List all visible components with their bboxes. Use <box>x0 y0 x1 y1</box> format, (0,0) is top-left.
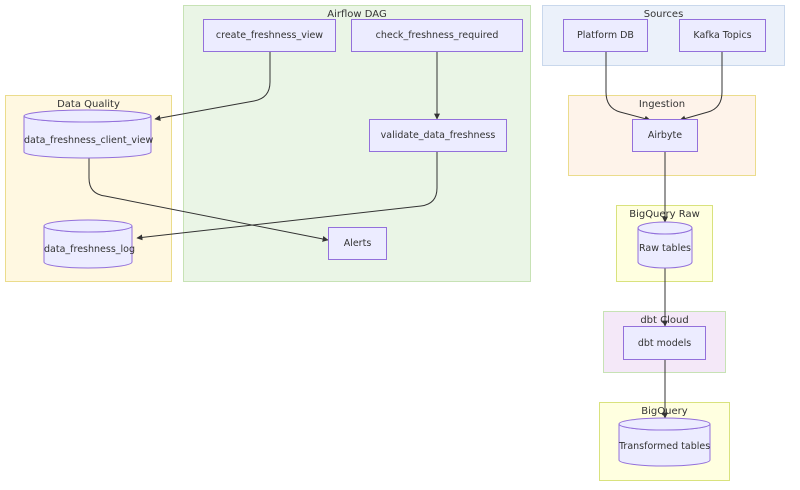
cluster-label-sources: Sources <box>643 9 684 20</box>
node-data-freshness-log[interactable]: data_freshness_log <box>43 219 136 269</box>
database-cylinder-icon <box>637 221 693 269</box>
database-cylinder-icon <box>43 219 133 269</box>
node-dbt-models[interactable]: dbt models <box>623 326 706 360</box>
cluster-label-airflow-dag: Airflow DAG <box>327 9 387 20</box>
edge-client-view-to-alerts <box>88 158 329 242</box>
node-data-freshness-client-view[interactable]: data_freshness_client_view <box>23 109 154 159</box>
cluster-label-ingestion: Ingestion <box>638 99 686 110</box>
node-check-freshness-required[interactable]: check_freshness_required <box>351 19 523 52</box>
node-validate-data-freshness[interactable]: validate_data_freshness <box>369 119 507 152</box>
edge-create-view-to-client-view <box>154 52 271 121</box>
cylinder-label: Transformed tables <box>619 441 711 452</box>
cylinder-label: Raw tables <box>638 243 691 254</box>
node-create-freshness-view[interactable]: create_freshness_view <box>203 19 336 52</box>
node-transformed-tables[interactable]: Transformed tables <box>618 417 711 467</box>
node-raw-tables[interactable]: Raw tables <box>637 221 693 269</box>
node-alerts[interactable]: Alerts <box>328 227 387 260</box>
node-platform-db[interactable]: Platform DB <box>563 19 648 52</box>
database-cylinder-icon <box>618 417 711 467</box>
database-cylinder-icon <box>23 109 152 159</box>
node-kafka-topics[interactable]: Kafka Topics <box>679 19 766 52</box>
edge-platform-db-to-airbyte <box>605 52 651 122</box>
cylinder-label: data_freshness_log <box>44 244 136 255</box>
edge-validate-to-log <box>136 152 438 241</box>
node-airbyte[interactable]: Airbyte <box>632 119 698 152</box>
cluster-label-bigquery: BigQuery <box>641 406 688 417</box>
edge-kafka-to-airbyte <box>679 52 723 122</box>
cylinder-label: data_freshness_client_view <box>24 135 154 146</box>
cluster-label-data-quality: Data Quality <box>57 99 120 110</box>
cluster-label-dbt-cloud: dbt Cloud <box>640 315 689 326</box>
